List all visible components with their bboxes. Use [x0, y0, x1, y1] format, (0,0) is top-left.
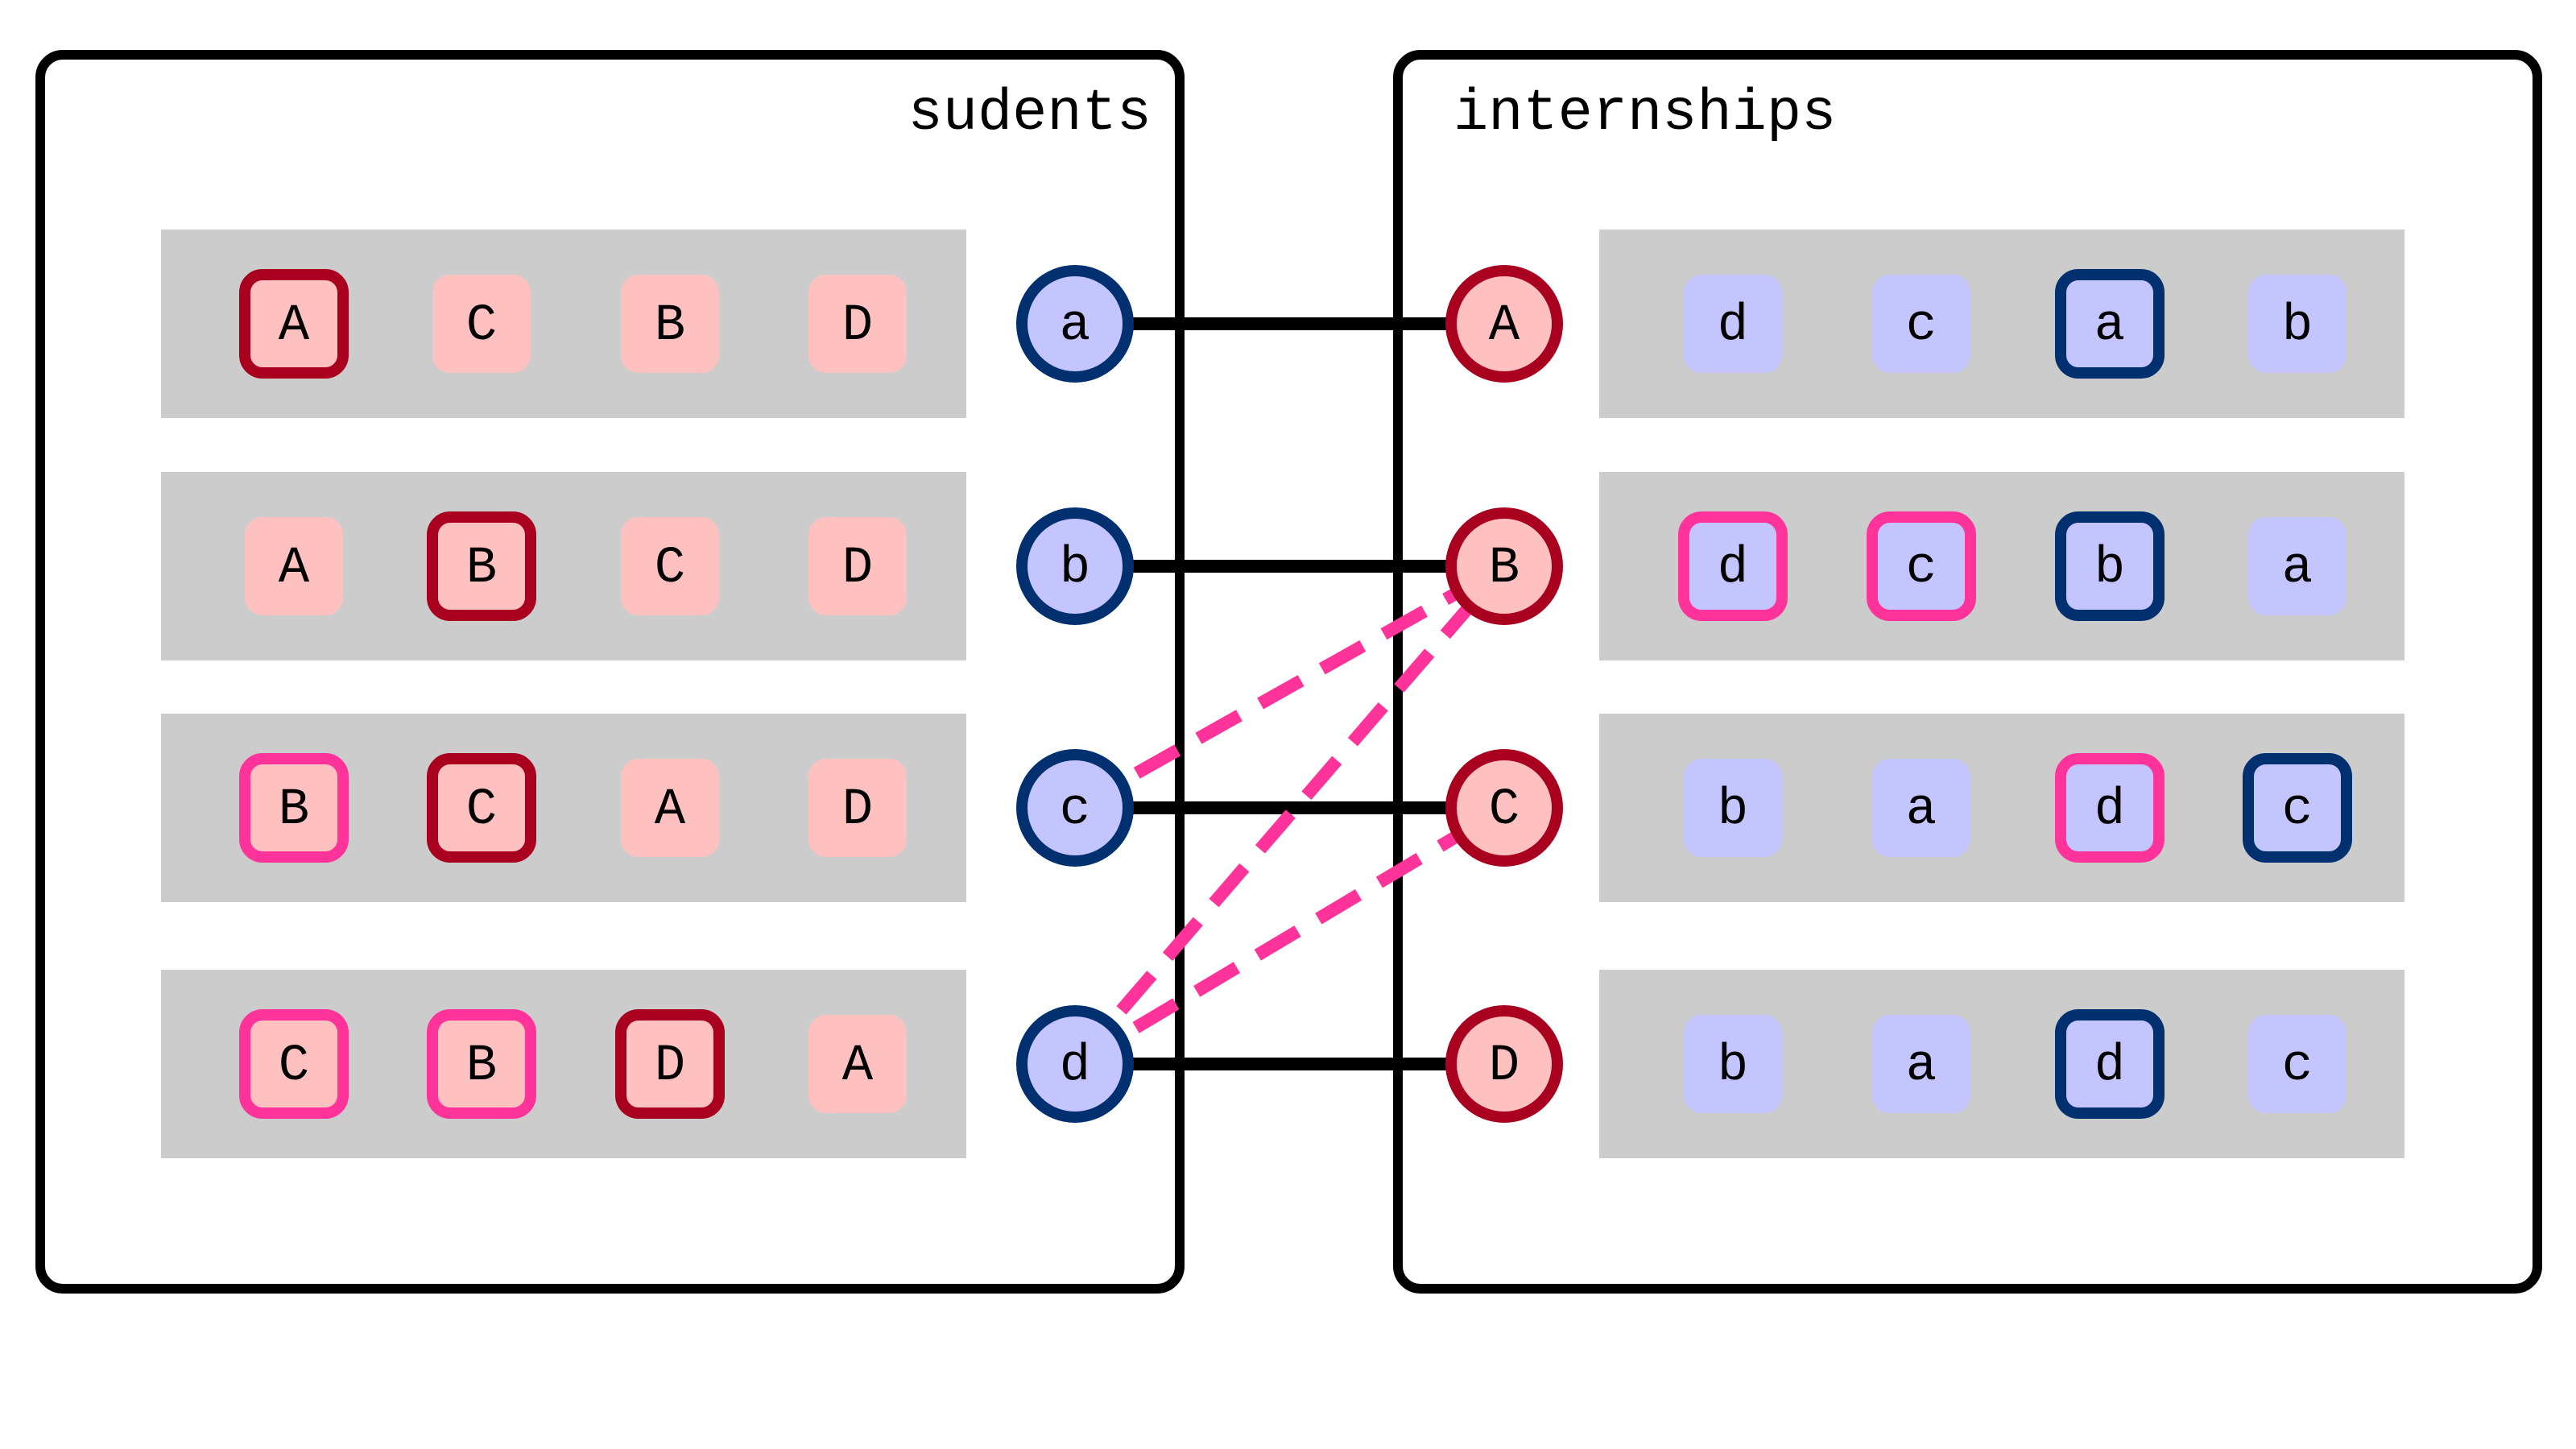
internship-node-D [1445, 1005, 1563, 1123]
student-preference-tile [621, 275, 719, 373]
student-node-a [1016, 265, 1134, 383]
student-preference-tile [432, 275, 531, 373]
student-preference-label: C [466, 297, 497, 355]
student-preference-label: D [655, 1037, 685, 1095]
internship-preference-tile [2055, 753, 2165, 863]
internship-preference-tile [2248, 517, 2347, 615]
student-preference-label: A [279, 297, 310, 355]
internship-node-D-label: D [1489, 1037, 1520, 1095]
student-preference-label: B [466, 1037, 497, 1095]
student-node-c-label: c [1060, 781, 1090, 839]
student-preference-label: B [655, 297, 685, 355]
student-preference-tile [621, 517, 719, 615]
internship-preference-tile [1684, 275, 1782, 373]
internship-preference-label: a [2094, 297, 2125, 355]
student-preference-tile [427, 511, 536, 621]
internship-node-B-label: B [1489, 540, 1520, 598]
student-preference-tile [239, 269, 349, 379]
student-preference-tile [427, 1009, 536, 1119]
internship-node-B [1445, 507, 1563, 625]
internship-preference-label: d [2094, 1037, 2125, 1095]
student-node-d-label: d [1060, 1037, 1090, 1095]
internships-panel-title: internships [1453, 81, 1836, 147]
student-node-c [1016, 749, 1134, 867]
student-preference-label: D [842, 540, 873, 598]
internship-preference-label: d [2094, 781, 2125, 839]
internship-preference-tile [1678, 511, 1788, 621]
student-preference-tile [239, 753, 349, 863]
internship-preference-tile [1872, 759, 1970, 857]
edges-layer [1069, 317, 1510, 1070]
student-preference-tile [427, 753, 536, 863]
internship-preference-tile [2055, 511, 2165, 621]
internship-preference-label: c [2282, 1037, 2313, 1095]
student-node-a-label: a [1060, 297, 1090, 355]
internship-node-C [1445, 749, 1563, 867]
student-preference-label: A [279, 540, 310, 598]
student-preference-tile [245, 517, 343, 615]
student-preference-tile [808, 759, 907, 857]
internship-preference-tile [1684, 1015, 1782, 1113]
internship-preference-label: c [1906, 540, 1937, 598]
student-preference-tile [615, 1009, 725, 1119]
student-preference-tile [239, 1009, 349, 1119]
student-node-b-label: b [1060, 540, 1090, 598]
internship-preference-tile [2248, 275, 2347, 373]
student-node-d [1016, 1005, 1134, 1123]
student-preference-tile [621, 759, 719, 857]
student-preference-tile [808, 275, 907, 373]
internship-node-C-label: C [1489, 781, 1520, 839]
internship-preference-tile [2248, 1015, 2347, 1113]
internship-preference-label: d [1718, 297, 1748, 355]
blocking-edge-d-C [1071, 802, 1508, 1070]
internship-preference-label: b [2094, 540, 2125, 598]
student-preference-label: C [466, 781, 497, 839]
internship-preference-tile [2243, 753, 2352, 863]
blocking-edge-d-B [1069, 561, 1510, 1069]
internship-preference-label: b [1718, 1037, 1748, 1095]
internship-preference-label: a [2282, 540, 2313, 598]
internship-preference-label: c [1906, 297, 1937, 355]
student-preference-label: A [655, 781, 686, 839]
internship-preference-label: a [1906, 1037, 1937, 1095]
student-preference-label: D [842, 781, 873, 839]
student-preference-label: B [466, 540, 497, 598]
student-preference-label: C [655, 540, 685, 598]
student-preference-tile [808, 1015, 907, 1113]
internship-preference-tile [1867, 511, 1976, 621]
blocking-edge-c-B [1072, 561, 1507, 814]
student-preference-label: C [279, 1037, 309, 1095]
internship-preference-tile [2055, 269, 2165, 379]
student-preference-label: D [842, 297, 873, 355]
students-panel-title: sudents [908, 81, 1152, 147]
preference-strips: A C B D A B C D B C A D C B D Ad c a b d c b a b a d c b a d c [161, 230, 2404, 1158]
internship-preference-label: a [1906, 781, 1937, 839]
student-preference-label: A [842, 1037, 874, 1095]
internship-node-A [1445, 265, 1563, 383]
internship-preference-label: b [1718, 781, 1748, 839]
student-node-b [1016, 507, 1134, 625]
internship-preference-label: b [2282, 297, 2313, 355]
internship-preference-tile [1872, 275, 1970, 373]
internship-preference-tile [2055, 1009, 2165, 1119]
nodes-layer: a b c d A B C D [1016, 265, 1563, 1123]
internship-preference-tile [1872, 1015, 1970, 1113]
internship-preference-label: c [2282, 781, 2313, 839]
internship-node-A-label: A [1489, 297, 1520, 355]
student-preference-label: B [279, 781, 309, 839]
internship-preference-tile [1684, 759, 1782, 857]
internship-preference-label: d [1718, 540, 1748, 598]
student-preference-tile [808, 517, 907, 615]
